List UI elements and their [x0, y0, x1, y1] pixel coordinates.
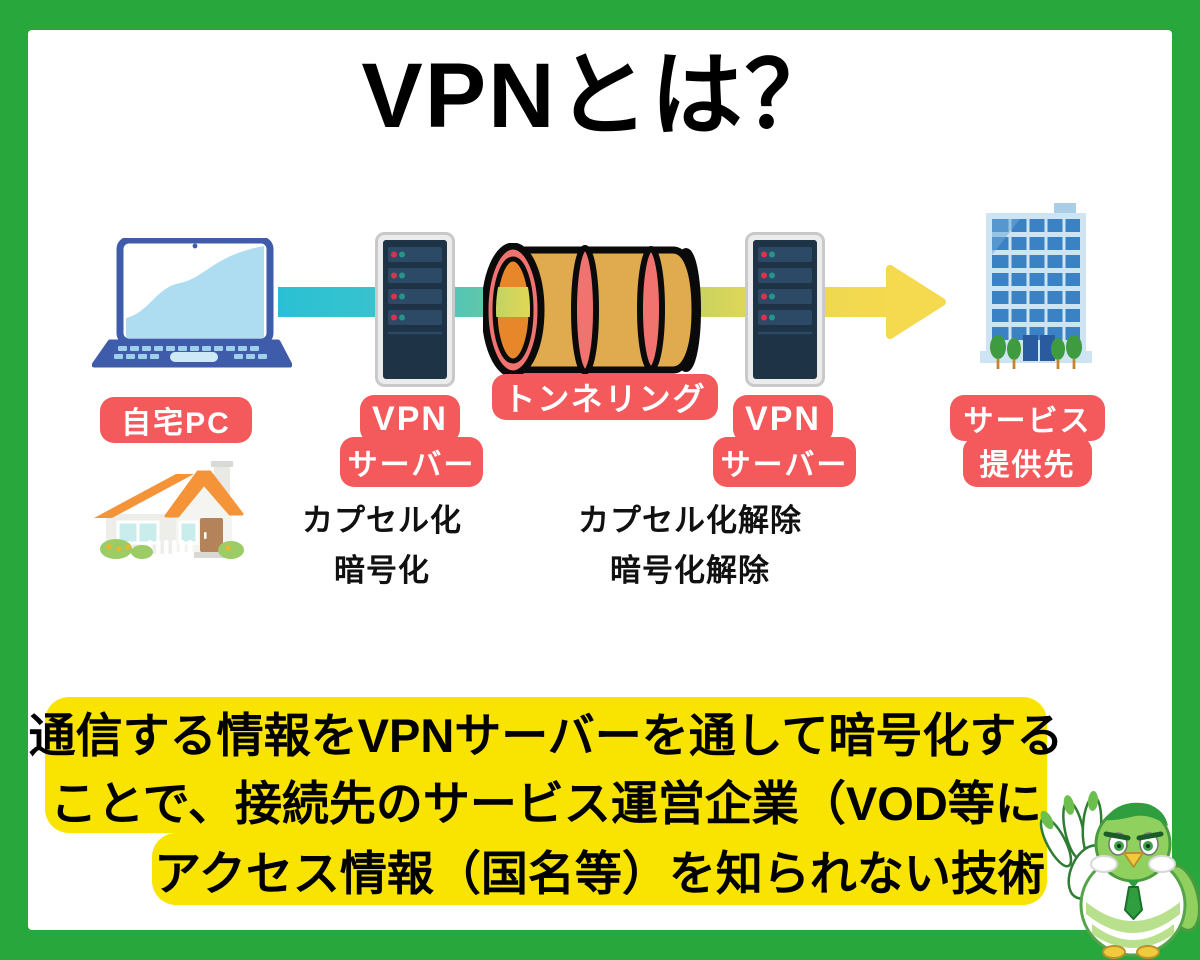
vpn-server-right-label-2: サーバー [720, 449, 849, 482]
tunneling-badge: トンネリング [492, 374, 718, 420]
vpn-server-right-badge-bottom: サーバー [713, 437, 856, 487]
summary-line-3: アクセス情報（国名等）を知られない技術 [152, 833, 1047, 905]
green-bird-mascot-icon [1039, 791, 1200, 959]
page-title: VPNとは？ [361, 45, 839, 147]
summary-line-1: 通信する情報をVPNサーバーを通して暗号化する [29, 697, 1063, 765]
vpn-server-left-badge-bottom: サーバー [340, 437, 483, 487]
vpn-server-icon [745, 232, 825, 387]
house-icon [94, 461, 244, 559]
service-dest-label-2: 提供先 [979, 449, 1076, 482]
encapsulation-line2: 暗号化 [334, 553, 430, 588]
summary-line-2: ことで、接続先のサービス運営企業（VOD等に [45, 765, 1047, 833]
service-dest-badge-top: サービス [950, 395, 1105, 441]
decapsulation-line1: カプセル化解除 [578, 503, 802, 538]
office-building-icon [980, 203, 1092, 369]
decapsulation-caption: カプセル化解除 暗号化解除 [560, 496, 820, 596]
vpn-server-right-label-1: VPN [745, 399, 821, 438]
flow-arrow-head-icon [886, 265, 946, 339]
vpn-server-left-label-2: サーバー [347, 449, 476, 482]
encapsulation-caption: カプセル化 暗号化 [282, 496, 482, 596]
laptop-icon [92, 238, 292, 368]
home-pc-badge: 自宅PC [100, 397, 252, 443]
service-dest-label-1: サービス [963, 405, 1092, 438]
vpn-server-right-badge-top: VPN [733, 395, 833, 443]
service-dest-badge-bottom: 提供先 [963, 437, 1092, 487]
vpn-server-left-badge-top: VPN [360, 395, 460, 443]
tunneling-label: トンネリング [503, 381, 707, 417]
vpn-server-icon [375, 232, 455, 387]
vpn-server-left-label-1: VPN [372, 399, 448, 438]
decapsulation-line2: 暗号化解除 [610, 553, 770, 588]
encapsulation-line1: カプセル化 [302, 503, 462, 538]
home-pc-label: 自宅PC [121, 407, 231, 440]
tunnel-icon [483, 243, 701, 378]
